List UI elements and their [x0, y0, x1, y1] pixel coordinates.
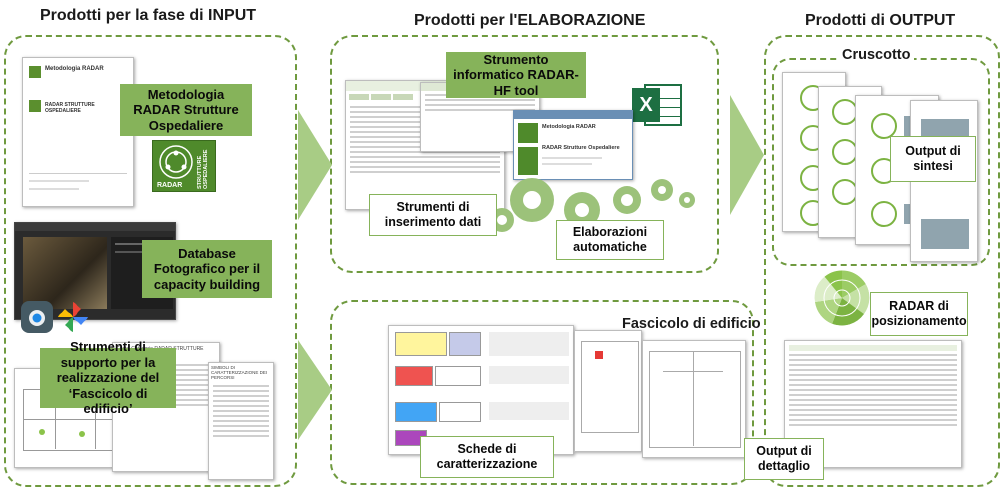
- radar-logo-side-text: STRUTTURE OSPEDALIERE: [197, 149, 209, 189]
- building-sheet-colored: [388, 325, 574, 455]
- arrow-input-to-elaborazione: [298, 110, 332, 220]
- output-title: Prodotti di OUTPUT: [805, 12, 956, 29]
- input-title: Prodotti per la fase di INPUT: [40, 7, 257, 24]
- radar-logo: RADAR STRUTTURE OSPEDALIERE: [152, 140, 216, 192]
- positioning-radar-icon: [813, 269, 871, 327]
- arrow-elaborazione-to-output: [730, 95, 764, 215]
- radar-app-window: Metodologia RADAR RADAR Strutture Ospeda…: [513, 110, 633, 180]
- strumenti-supporto-label: Strumenti di supporto per la realizzazio…: [40, 339, 176, 416]
- arrow-input-to-fascicolo: [298, 340, 332, 440]
- radar-logo-text: RADAR: [157, 182, 183, 189]
- gears-icon: [490, 178, 695, 232]
- dettaglio-label: Output di dettaglio: [744, 438, 824, 480]
- cover-title: Metodologia RADAR: [45, 66, 104, 72]
- methodology-document: Metodologia RADAR RADAR STRUTTURE OSPEDA…: [22, 57, 134, 207]
- building-sheet-2: [574, 330, 642, 452]
- input-panel: [4, 35, 297, 487]
- cover-logo-icon: [29, 66, 41, 78]
- symbols-legend-document: SIMBOLI DI CARATTERIZZAZIONE DEI PERCORS…: [208, 362, 274, 480]
- photos-pinwheel-icon: [58, 302, 88, 332]
- fascicolo-title: Fascicolo di edificio: [622, 316, 761, 332]
- tool-label: Strumento informatico RADAR-HF tool: [446, 52, 586, 98]
- app-window-title: Metodologia RADAR: [542, 124, 596, 130]
- automatiche-label: Elaborazioni automatiche: [556, 220, 664, 260]
- cover-logo2-icon: [29, 100, 41, 112]
- radar-posizionamento-label: RADAR di posizionamento: [870, 292, 968, 336]
- schede-label: Schede di caratterizzazione: [420, 436, 554, 478]
- app-window-subtitle: RADAR Strutture Ospedaliere: [542, 145, 620, 151]
- database-label: Database Fotografico per il capacity bui…: [142, 240, 272, 298]
- output-panel: [764, 35, 1000, 487]
- cover-subtitle: RADAR STRUTTURE OSPEDALIERE: [45, 102, 95, 114]
- metodologia-label: Metodologia RADAR Strutture Ospedaliere: [120, 84, 252, 136]
- building-sheet-3: [642, 340, 746, 458]
- camera-icon: [21, 301, 53, 333]
- elaborazione-title: Prodotti per l'ELABORAZIONE: [414, 12, 646, 29]
- elaborazione-panel: [330, 35, 719, 273]
- cruscotto-title: Cruscotto: [838, 47, 915, 63]
- sintesi-label: Output di sintesi: [890, 136, 976, 182]
- radar-logo-icon: [159, 145, 193, 179]
- excel-icon: X: [632, 82, 684, 128]
- fascicolo-panel: [330, 300, 754, 485]
- inserimento-label: Strumenti di inserimento dati: [369, 194, 497, 236]
